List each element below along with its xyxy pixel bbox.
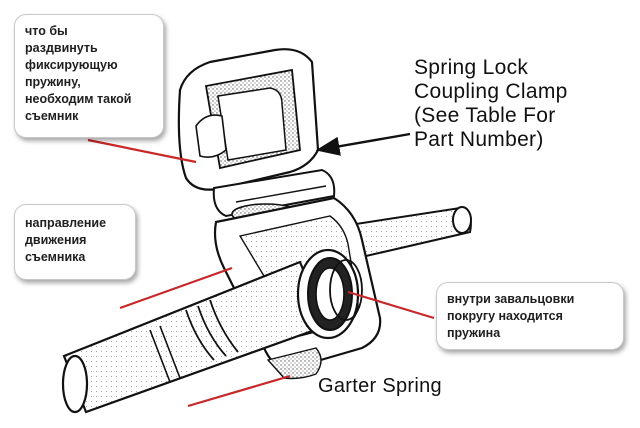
callout-line: пружина	[447, 326, 501, 340]
label-line: Coupling Clamp	[414, 80, 568, 103]
tube-left	[61, 260, 328, 414]
label-line: Spring Lock	[414, 56, 529, 79]
clamp-pointer-arrow	[315, 132, 411, 156]
red-arrows	[87, 138, 435, 408]
callout-spring-inside: внутри завальцовки покругу находится пру…	[436, 282, 624, 350]
callout-line: съемник	[25, 109, 79, 123]
callout-line: фиксирующую	[25, 58, 118, 72]
red-arrow-clamp	[87, 138, 197, 164]
red-arrow-spring	[347, 290, 435, 320]
callout-line: внутри завальцовки	[447, 292, 575, 306]
tube-right	[328, 206, 472, 264]
red-arrow-tube	[187, 374, 291, 408]
label-line: (See Table For	[414, 104, 556, 127]
garter-spring	[296, 248, 363, 340]
spring-lock-clamp	[177, 48, 336, 225]
callout-line: что бы	[25, 24, 68, 38]
callout-line: съемника	[25, 250, 86, 264]
red-arrow-frame	[119, 266, 233, 310]
callout-puller-direction: направление движения съемника	[14, 204, 136, 280]
callout-puller-needed: что бы раздвинуть фиксирующую пружину, н…	[14, 14, 164, 138]
garter-spring-label: Garter Spring	[318, 375, 442, 397]
callout-line: пружину,	[25, 75, 81, 89]
spring-lock-clamp-label: Spring Lock Coupling Clamp (See Table Fo…	[414, 56, 568, 152]
callout-line: раздвинуть	[25, 41, 98, 55]
callout-line: покругу находится	[447, 309, 563, 323]
label-line: Part Number)	[414, 128, 544, 151]
callout-line: необходим такой	[25, 92, 132, 106]
callout-line: направление	[25, 216, 107, 230]
callout-line: движения	[25, 233, 87, 247]
